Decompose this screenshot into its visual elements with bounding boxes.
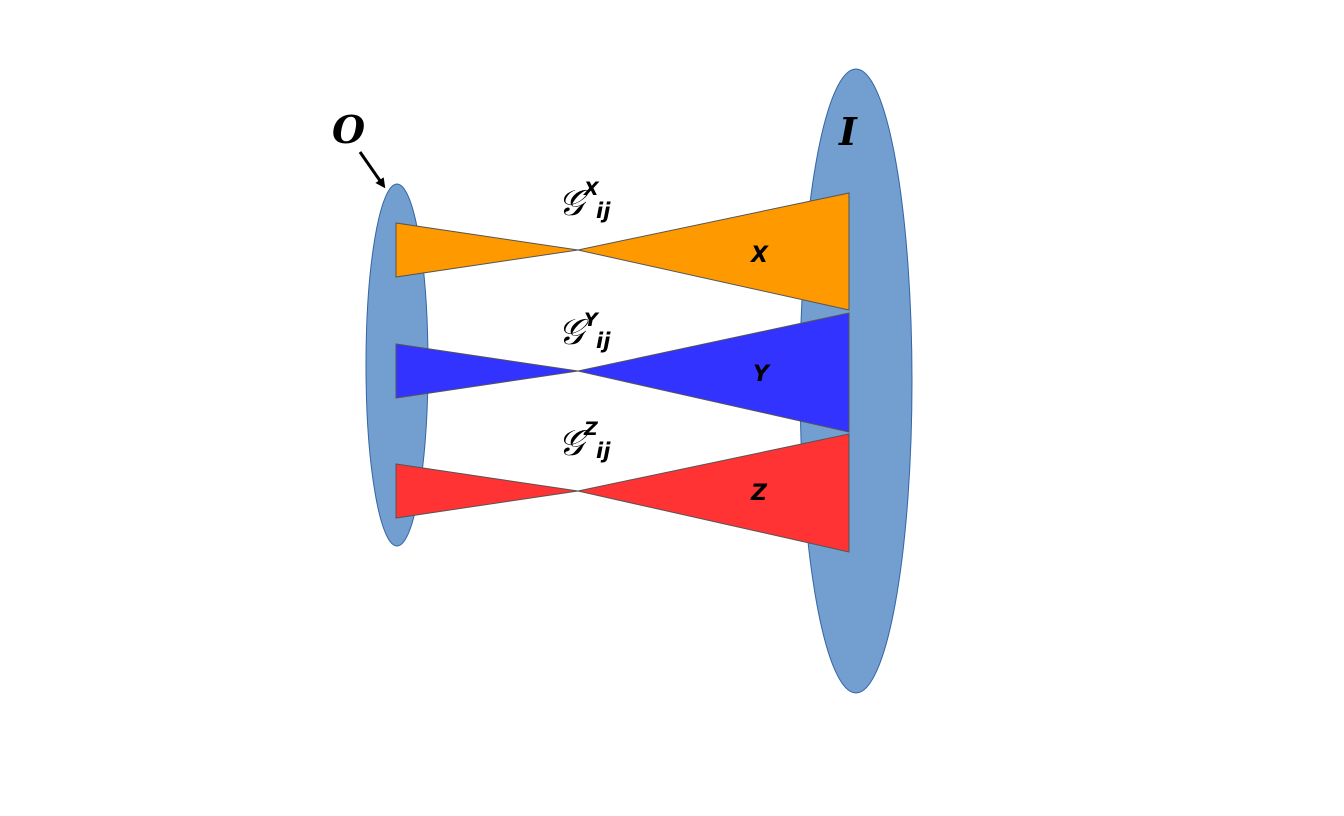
g-x-superscript: X xyxy=(583,178,600,200)
y-channel-bowtie xyxy=(395,312,850,433)
z-set-label: Z xyxy=(750,481,768,506)
g-y-label: 𝒢 Y ij xyxy=(558,309,611,353)
input-set-label: I xyxy=(838,109,858,154)
g-x-label: 𝒢 X ij xyxy=(558,178,611,224)
g-z-subscript: ij xyxy=(596,439,611,463)
x-channel-bowtie xyxy=(395,192,850,311)
g-z-label: 𝒢 Z ij xyxy=(558,418,611,464)
g-y-superscript: Y xyxy=(584,309,600,331)
output-pointer-arrow xyxy=(358,151,386,189)
g-y-subscript: ij xyxy=(596,329,611,353)
x-set-label: X xyxy=(749,243,769,268)
g-x-subscript: ij xyxy=(596,199,611,223)
g-z-superscript: Z xyxy=(583,418,599,440)
y-set-label: Y xyxy=(753,362,771,387)
output-set-label: O xyxy=(332,107,365,152)
z-channel-bowtie xyxy=(395,433,850,553)
